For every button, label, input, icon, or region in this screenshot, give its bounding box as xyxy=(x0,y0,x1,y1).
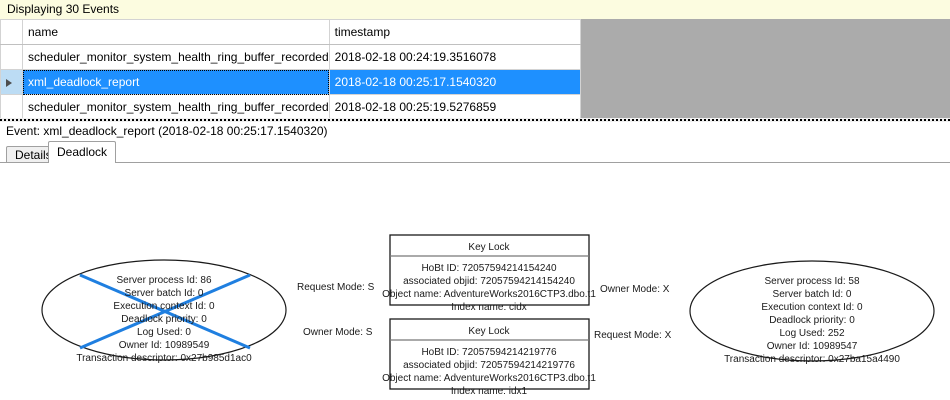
tab-strip: Details Deadlock xyxy=(0,141,950,163)
process-right-line-5: Owner Id: 10989547 xyxy=(767,341,858,352)
keylock-bottom-line-0: HoBt ID: 72057594214219776 xyxy=(421,347,557,358)
deadlock-graph-svg: Request Mode: S Owner Mode: X Owner Mode… xyxy=(41,234,935,397)
process-left-line-1: Server batch Id: 0 xyxy=(125,288,204,299)
process-right-line-1: Server batch Id: 0 xyxy=(773,289,852,300)
keylock-top-line-3: Index name: cidx xyxy=(451,302,527,313)
edge-label-right-request: Request Mode: X xyxy=(594,330,672,341)
grid-caption: Displaying 30 Events xyxy=(0,0,950,19)
victim-cross-icon xyxy=(79,273,251,350)
events-grid-panel: Displaying 30 Events name timestamp xyxy=(0,0,950,120)
process-left-line-4: Log Used: 0 xyxy=(137,327,191,338)
event-title: Event: xml_deadlock_report (2018-02-18 0… xyxy=(0,122,950,140)
keylock-top-title: Key Lock xyxy=(468,242,510,253)
table-row[interactable]: scheduler_monitor_system_health_ring_buf… xyxy=(0,94,581,120)
column-header-name[interactable]: name xyxy=(22,19,330,45)
cell-timestamp[interactable]: 2018-02-18 00:25:17.1540320 xyxy=(328,69,581,95)
process-right-line-0: Server process Id: 58 xyxy=(764,276,859,287)
keylock-top-line-0: HoBt ID: 72057594214154240 xyxy=(421,263,557,274)
keylock-bottom-line-3: Index name: idx1 xyxy=(451,386,528,397)
process-left-line-0: Server process Id: 86 xyxy=(116,275,211,286)
horizontal-splitter[interactable] xyxy=(0,118,950,122)
row-handle[interactable] xyxy=(0,69,23,95)
edge-right-owner-group: Owner Mode: X xyxy=(600,284,670,295)
column-header-timestamp[interactable]: timestamp xyxy=(328,19,581,45)
column-header-handle xyxy=(0,19,23,45)
process-left-line-3: Deadlock priority: 0 xyxy=(121,314,207,325)
cell-name[interactable]: xml_deadlock_report xyxy=(22,69,330,95)
row-handle[interactable] xyxy=(0,94,23,120)
edge-left-request-group: Request Mode: S xyxy=(297,282,375,293)
events-table[interactable]: name timestamp scheduler_monitor_system_… xyxy=(0,19,581,120)
tab-details[interactable]: Details xyxy=(6,146,61,163)
cell-timestamp[interactable]: 2018-02-18 00:24:19.3516078 xyxy=(328,44,581,70)
keylock-bottom-line-2: Object name: AdventureWorks2016CTP3.dbo.… xyxy=(382,373,596,384)
process-right-line-2: Execution context Id: 0 xyxy=(761,302,863,313)
row-handle[interactable] xyxy=(0,44,23,70)
keylock-bottom-title: Key Lock xyxy=(468,326,510,337)
resource-node-keylock-top[interactable]: Key Lock HoBt ID: 72057594214154240 asso… xyxy=(382,234,596,313)
tab-deadlock[interactable]: Deadlock xyxy=(48,141,117,163)
edge-left-owner-group: Owner Mode: S xyxy=(303,327,373,338)
cell-timestamp[interactable]: 2018-02-18 00:25:19.5276859 xyxy=(328,94,581,120)
row-pointer-icon xyxy=(6,78,12,87)
edge-label-right-owner: Owner Mode: X xyxy=(600,284,670,295)
table-header-row: name timestamp xyxy=(0,19,581,45)
table-row[interactable]: scheduler_monitor_system_health_ring_buf… xyxy=(0,44,581,70)
table-row-selected[interactable]: xml_deadlock_report 2018-02-18 00:25:17.… xyxy=(0,69,581,95)
process-node-right[interactable]: Server process Id: 58 Server batch Id: 0… xyxy=(689,260,935,365)
cell-name[interactable]: scheduler_monitor_system_health_ring_buf… xyxy=(22,94,330,120)
edge-right-request-group: Request Mode: X xyxy=(594,330,672,341)
edge-label-left-request: Request Mode: S xyxy=(297,282,375,293)
resource-node-keylock-bottom[interactable]: Key Lock HoBt ID: 72057594214219776 asso… xyxy=(382,318,596,397)
keylock-top-line-1: associated objid: 72057594214154240 xyxy=(403,276,575,287)
keylock-bottom-line-1: associated objid: 72057594214219776 xyxy=(403,360,575,371)
process-right-line-6: Transaction descriptor: 0x27ba15a4490 xyxy=(724,354,900,365)
process-left-line-6: Transaction descriptor: 0x27b985d1ac0 xyxy=(76,353,252,364)
process-right-line-3: Deadlock priority: 0 xyxy=(769,315,855,326)
process-left-line-5: Owner Id: 10989549 xyxy=(119,340,210,351)
edge-label-left-owner: Owner Mode: S xyxy=(303,327,373,338)
grid-body: name timestamp scheduler_monitor_system_… xyxy=(0,19,950,120)
process-node-left[interactable]: Server process Id: 86 Server batch Id: 0… xyxy=(41,259,287,364)
process-left-line-2: Execution context Id: 0 xyxy=(113,301,215,312)
cell-name[interactable]: scheduler_monitor_system_health_ring_buf… xyxy=(22,44,330,70)
keylock-top-line-2: Object name: AdventureWorks2016CTP3.dbo.… xyxy=(382,289,596,300)
deadlock-graph-canvas[interactable]: Request Mode: S Owner Mode: X Owner Mode… xyxy=(0,162,950,400)
process-right-line-4: Log Used: 252 xyxy=(779,328,844,339)
